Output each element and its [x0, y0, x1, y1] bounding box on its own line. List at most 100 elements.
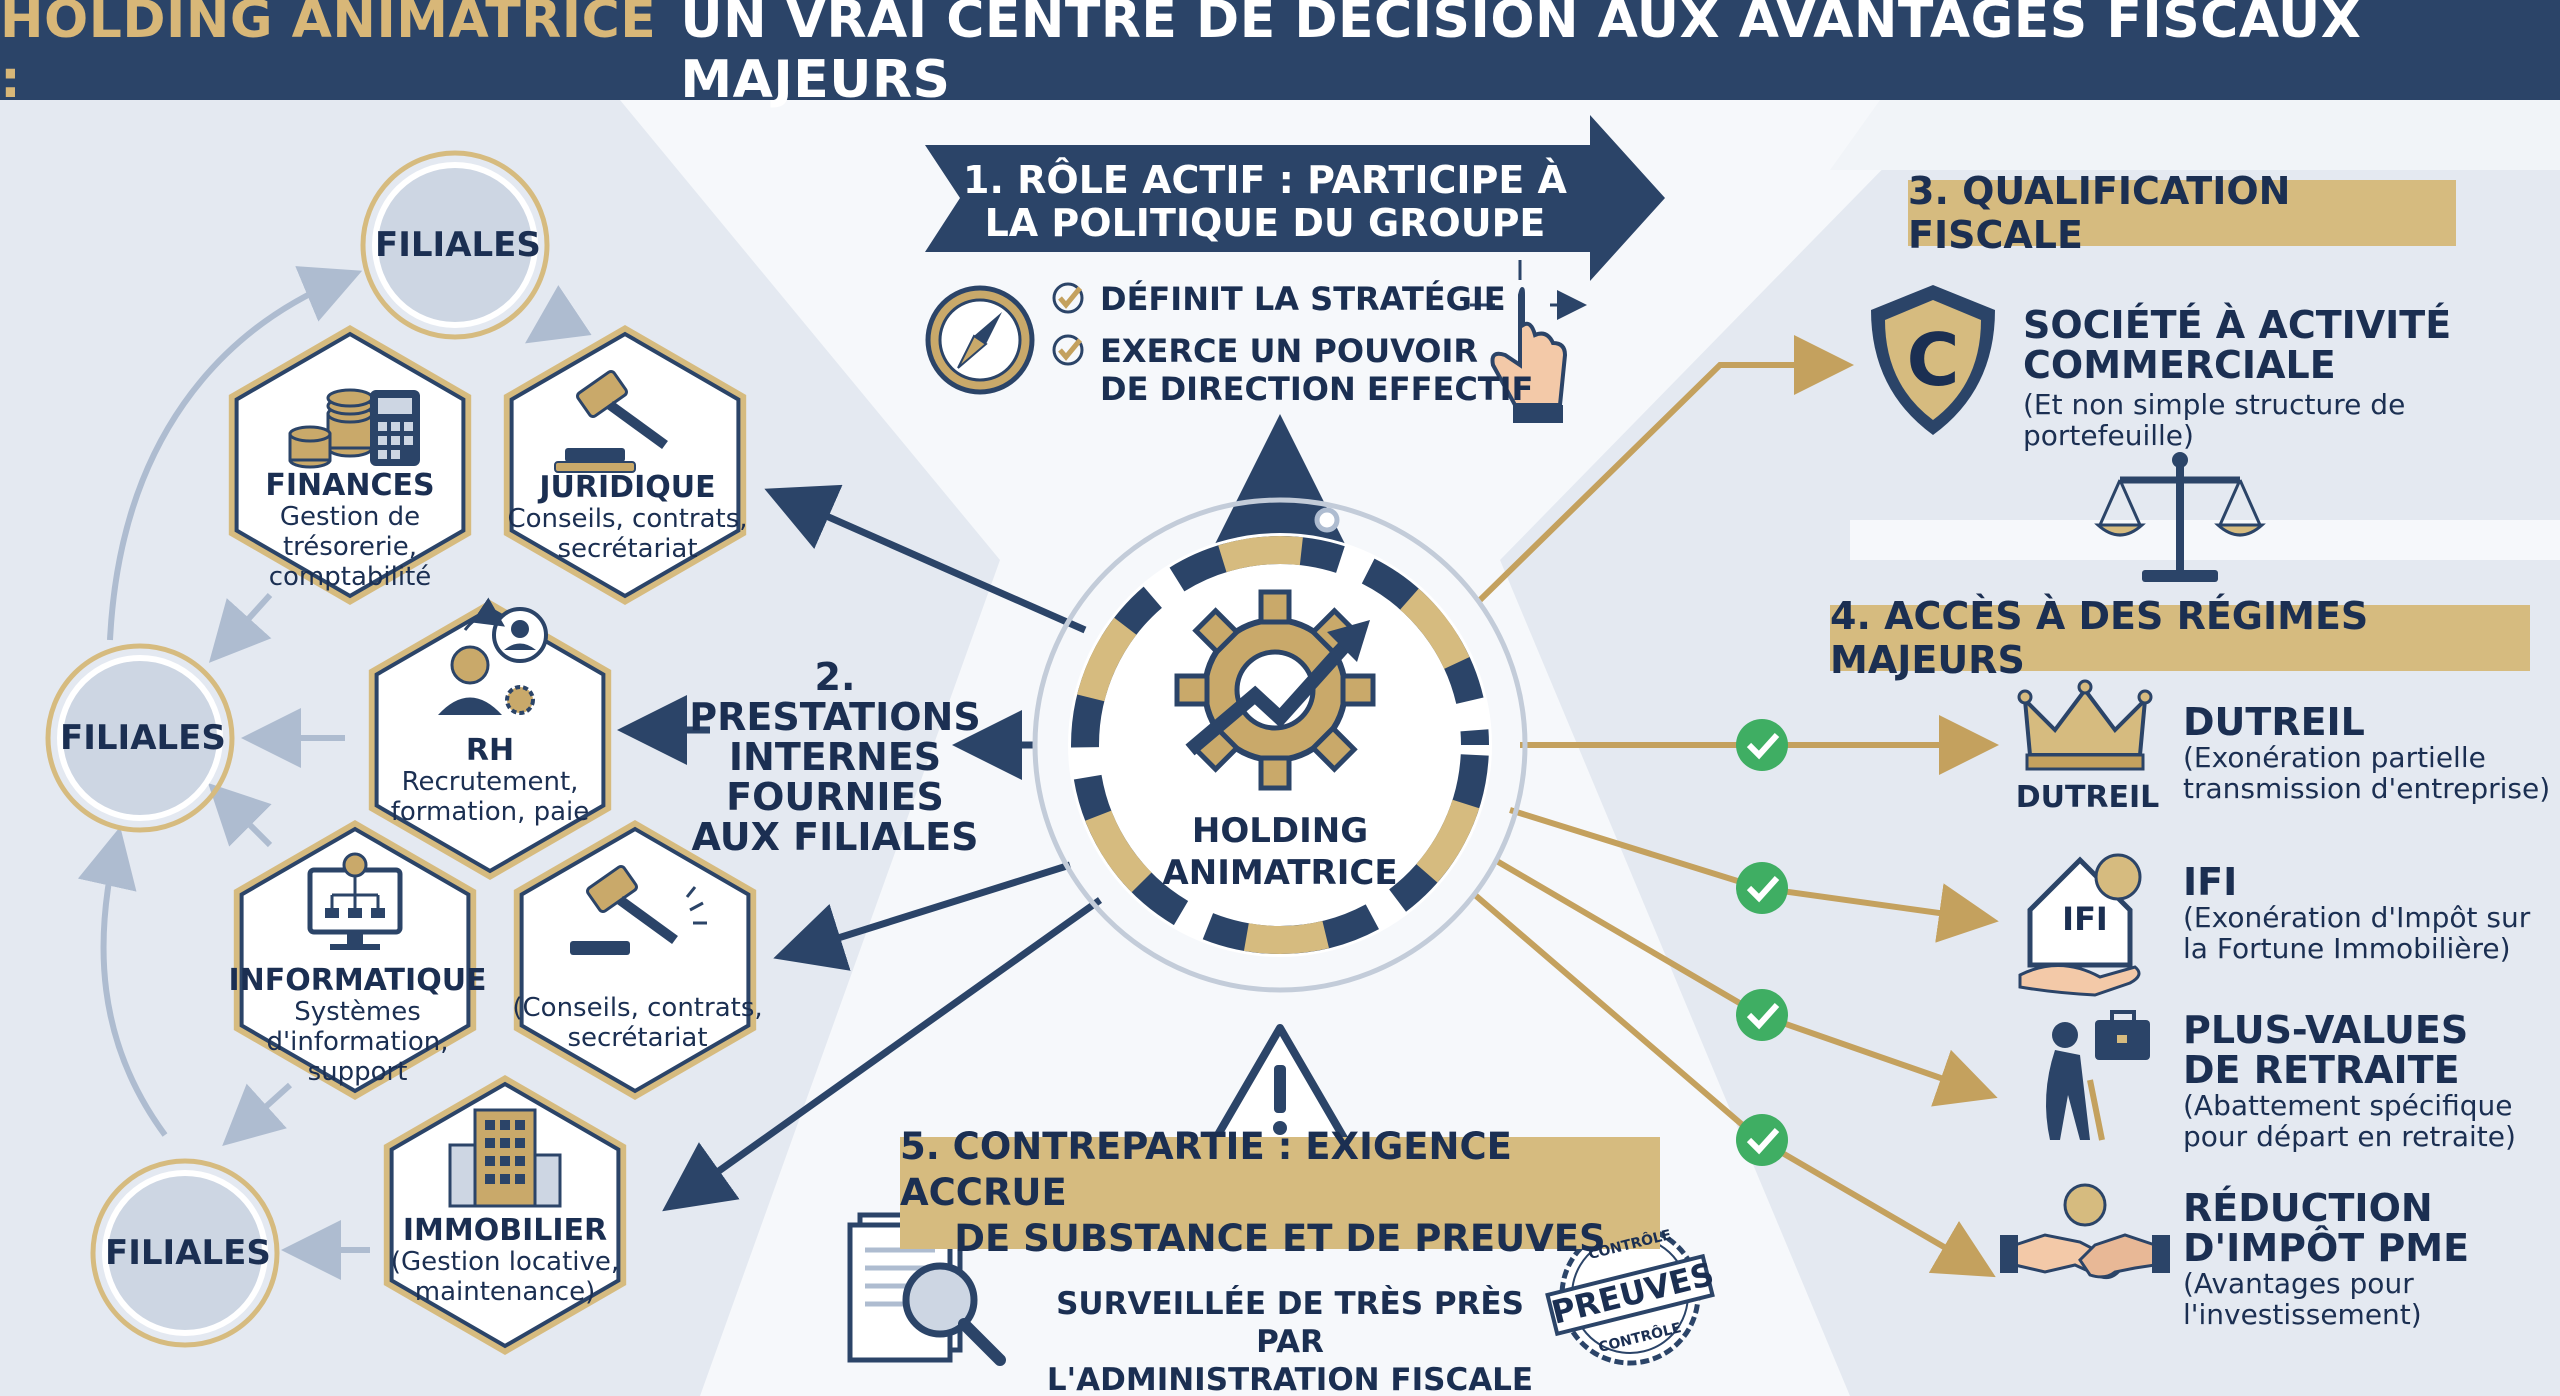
prestations-line: FOURNIES	[726, 775, 944, 819]
regime-title: PLUS-VALUES	[2183, 1008, 2469, 1052]
arrow-to-gavel2	[773, 861, 1072, 971]
prestations-line: INTERNES	[728, 735, 942, 779]
header-banner: HOLDING ANIMATRICE : UN VRAI CENTRE DE D…	[0, 0, 2560, 110]
title-gold: HOLDING ANIMATRICE :	[0, 0, 657, 110]
regime-desc: (Exonération partielle	[2183, 741, 2486, 774]
arrow-to-qualification	[1477, 335, 1854, 603]
shield-icon	[1871, 285, 1995, 435]
qualification-line: COMMERCIALE	[2023, 343, 2336, 387]
hex-title: RH	[465, 733, 515, 768]
cycle-arrow-1	[107, 266, 363, 641]
hex-juridique: JURIDIQUE Conseils, contrats, secrétaria…	[490, 470, 765, 565]
regime-title: RÉDUCTION	[2183, 1186, 2433, 1230]
check-mark-icon	[1052, 282, 1084, 314]
hex-shape-immobilier-inner	[389, 1081, 621, 1349]
center-label: HOLDING ANIMATRICE	[1130, 810, 1430, 894]
hex-desc-line: Conseils, contrats,	[507, 504, 748, 534]
center-line: ANIMATRICE	[1162, 853, 1398, 893]
prestations-line: AUX FILIALES	[691, 815, 979, 859]
gear-growth-icon	[1174, 589, 1376, 791]
qualification-body: SOCIÉTÉ À ACTIVITÉ COMMERCIALE (Et non s…	[2023, 305, 2560, 451]
hex-shape-informatique-inner	[239, 826, 471, 1094]
check-mark-icon	[1052, 334, 1084, 366]
role-item-text: DE DIRECTION EFFECTIF	[1100, 370, 1534, 408]
people-gear-icon	[438, 597, 548, 715]
hex-conseils: (Conseils, contrats, secrétariat	[500, 993, 775, 1053]
cycle-arrow-2	[77, 826, 168, 1137]
hex-title: INFORMATIQUE	[228, 963, 487, 998]
regime-desc: transmission d'entreprise)	[2183, 772, 2551, 805]
hex-desc-line: maintenance)	[414, 1277, 596, 1307]
acces-title: 4. ACCÈS À DES RÉGIMES MAJEURS	[1830, 594, 2530, 682]
contrepartie-sub: SURVEILLÉE DE TRÈS PRÈS PAR L'ADMINISTRA…	[1040, 1285, 1540, 1396]
regime-title: DE RETRAITE	[2183, 1048, 2460, 1092]
hex-desc-line: Systèmes	[294, 997, 421, 1027]
hex-desc-line: (Conseils, contrats,	[512, 993, 763, 1023]
qualification-note: (Et non simple structure de portefeuille…	[2023, 388, 2406, 452]
hex-title: IMMOBILIER	[402, 1213, 608, 1248]
shield-letter: C	[1906, 318, 1960, 402]
hex-immobilier: IMMOBILIER (Gestion locative, maintenanc…	[370, 1213, 640, 1308]
gavel-icon	[554, 369, 668, 473]
hex-shape-conseils-inner	[519, 826, 751, 1094]
document-magnifier-icon	[847, 1212, 1006, 1366]
role-item-text: DÉFINIT LA STRATÉGIE	[1100, 280, 1506, 318]
check-icon-dutreil	[1736, 719, 1788, 771]
contrepartie-title: 5. CONTREPARTIE : EXIGENCE ACCRUE DE SUB…	[900, 1125, 1660, 1260]
pointing-hand-icon	[1470, 260, 1575, 423]
filiales-node-top	[360, 150, 550, 340]
building-icon	[448, 1108, 562, 1208]
qualification-title: 3. QUALIFICATION FISCALE	[1908, 169, 2456, 257]
check-icon-ifi	[1736, 862, 1788, 914]
role-item: DÉFINIT LA STRATÉGIE	[1100, 280, 1506, 318]
role-item: EXERCE UN POUVOIR DE DIRECTION EFFECTIF	[1100, 332, 1533, 408]
role-arrow-banner	[925, 115, 1665, 281]
gavel-icon	[570, 864, 707, 955]
ifi-icon-label: IFI	[2062, 900, 2108, 938]
regime-desc: la Fortune Immobilière)	[2183, 932, 2511, 965]
regime-title: IFI	[2183, 860, 2238, 904]
regime-desc: pour départ en retraite)	[2183, 1120, 2516, 1153]
filiales-label-middle: FILIALES	[60, 718, 226, 758]
computer-network-icon	[307, 852, 403, 950]
hex-desc-line: comptabilité	[268, 562, 432, 592]
hex-desc-line: Recrutement,	[401, 767, 579, 797]
role-title-line: 1. RÔLE ACTIF : PARTICIPE À	[963, 158, 1567, 202]
scales-icon	[2094, 452, 2266, 582]
hex-desc-line: Gestion de	[279, 502, 421, 532]
compass-icon	[925, 285, 1035, 395]
regime-title: D'IMPÔT PME	[2183, 1226, 2470, 1270]
hex-desc-line: formation, paie	[390, 797, 590, 827]
hex-desc-line: support	[307, 1057, 408, 1087]
arrow-to-immobilier	[662, 897, 1103, 1212]
prestations-label: 2. PRESTATIONS INTERNES FOURNIES AUX FIL…	[665, 657, 1005, 857]
role-title-line: LA POLITIQUE DU GROUPE	[984, 201, 1546, 245]
hex-title: FINANCES	[265, 468, 435, 503]
regime-dutreil: DUTREIL (Exonération partielle transmiss…	[2183, 702, 2550, 804]
center-line: HOLDING	[1191, 811, 1369, 851]
contrepartie-sub-line: SURVEILLÉE DE TRÈS PRÈS PAR	[1056, 1286, 1524, 1360]
hex-title: JURIDIQUE	[539, 470, 716, 505]
dutreil-icon-label: DUTREIL	[2015, 780, 2160, 815]
regime-desc: (Avantages pour	[2183, 1267, 2414, 1300]
regime-desc: (Abattement spécifique	[2183, 1089, 2513, 1122]
role-item-text: EXERCE UN POUVOIR	[1100, 332, 1479, 370]
contrepartie-sub-line: L'ADMINISTRATION FISCALE	[1046, 1362, 1534, 1396]
title-white: UN VRAI CENTRE DE DÉCISION AUX AVANTAGES…	[680, 0, 2362, 110]
hex-rh: RH Recrutement, formation, paie	[355, 733, 625, 828]
filiales-node-middle	[45, 643, 235, 833]
regime-desc: l'investissement)	[2183, 1298, 2422, 1331]
regime-ifi: IFI (Exonération d'Impôt sur la Fortune …	[2183, 862, 2530, 964]
role-title: 1. RÔLE ACTIF : PARTICIPE À LA POLITIQUE…	[935, 150, 1595, 254]
coins-calculator-icon	[288, 388, 420, 469]
hex-desc-line: secrétariat	[557, 534, 698, 564]
arrow-to-juridique	[764, 484, 1087, 634]
hex-shape-rh-inner	[374, 606, 606, 874]
hex-desc-line: secrétariat	[567, 1023, 708, 1053]
hex-finances: FINANCES Gestion de trésorerie, comptabi…	[215, 468, 485, 593]
retiree-briefcase-icon	[2046, 1010, 2150, 1141]
contrepartie-line: DE SUBSTANCE ET DE PREUVES	[954, 1217, 1606, 1260]
hex-desc-line: trésorerie,	[282, 532, 418, 562]
check-icon-plus-values	[1736, 989, 1788, 1041]
